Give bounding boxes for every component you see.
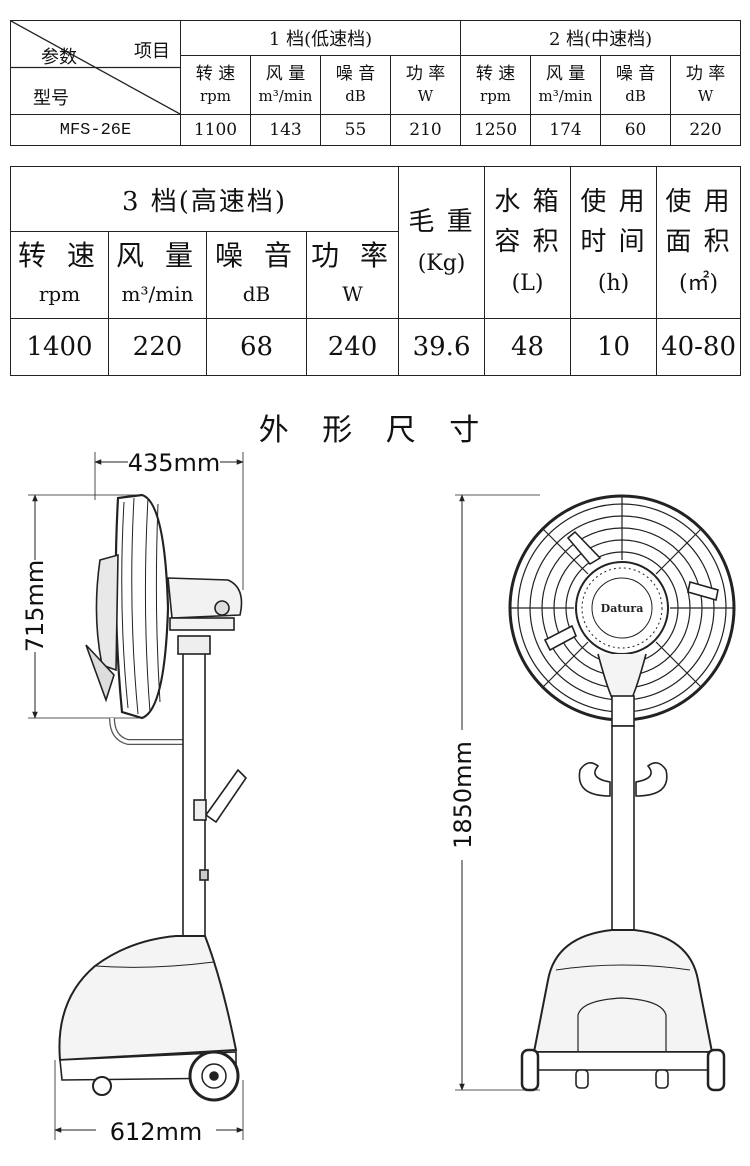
header-tank-capacity: 水 箱容 积(L) [484, 166, 572, 319]
value-cell: 1100 [180, 114, 251, 146]
value-cell: 220 [670, 114, 742, 146]
spec-table-gear-3: 3 档(高速档) 毛 重(Kg) 水 箱容 积(L) 使 用时 间(h) 使 用… [9, 166, 742, 376]
value-cell: 10 [570, 318, 658, 376]
value-cell: 39.6 [398, 318, 486, 376]
corner-param-label: 参数 [41, 47, 77, 68]
gear-1-header: 1 档(低速档) [179, 20, 462, 56]
fan-dimension-drawing: 435mm 715mm 612mm [21, 449, 736, 1146]
model-cell: MFS-26E [10, 114, 181, 146]
width-top-label: 435mm [128, 449, 221, 477]
value-cell: 40-80 [656, 318, 742, 376]
value-cell: 1400 [10, 318, 109, 376]
value-cell: 48 [484, 318, 572, 376]
brand-label: Datura [601, 602, 644, 615]
header-coverage-area: 使 用面 积(㎡) [656, 166, 742, 319]
corner-item-label: 项目 [134, 41, 170, 62]
value-cell: 240 [305, 318, 400, 376]
value-cell: 220 [108, 318, 207, 376]
gear-2-header: 2 档(中速档) [460, 20, 742, 56]
value-cell: 1250 [460, 114, 532, 146]
value-cell: 68 [206, 318, 307, 376]
corner-model-label: 型号 [33, 88, 69, 109]
table-row: MFS-26E 1100 143 55 210 1250 174 60 220 [10, 114, 742, 146]
corner-header-cell: 参数 项目 型号 [10, 20, 181, 115]
total-height-label: 1850mm [449, 741, 477, 849]
gear-3-header: 3 档(高速档) [9, 166, 400, 232]
value-cell: 143 [250, 114, 321, 146]
value-cell: 174 [530, 114, 602, 146]
table-row: 1400 220 68 240 39.6 48 10 40-80 [10, 318, 742, 376]
value-cell: 60 [600, 114, 672, 146]
value-cell: 210 [389, 114, 462, 146]
dimensions-title: 外 形 尺 寸 [258, 413, 492, 448]
head-height-label: 715mm [21, 560, 49, 653]
side-view [28, 452, 248, 1140]
front-view [455, 494, 736, 1092]
base-width-label: 612mm [110, 1118, 203, 1146]
header-weight: 毛 重(Kg) [398, 166, 486, 319]
header-run-time: 使 用时 间(h) [570, 166, 658, 319]
value-cell: 55 [320, 114, 391, 146]
